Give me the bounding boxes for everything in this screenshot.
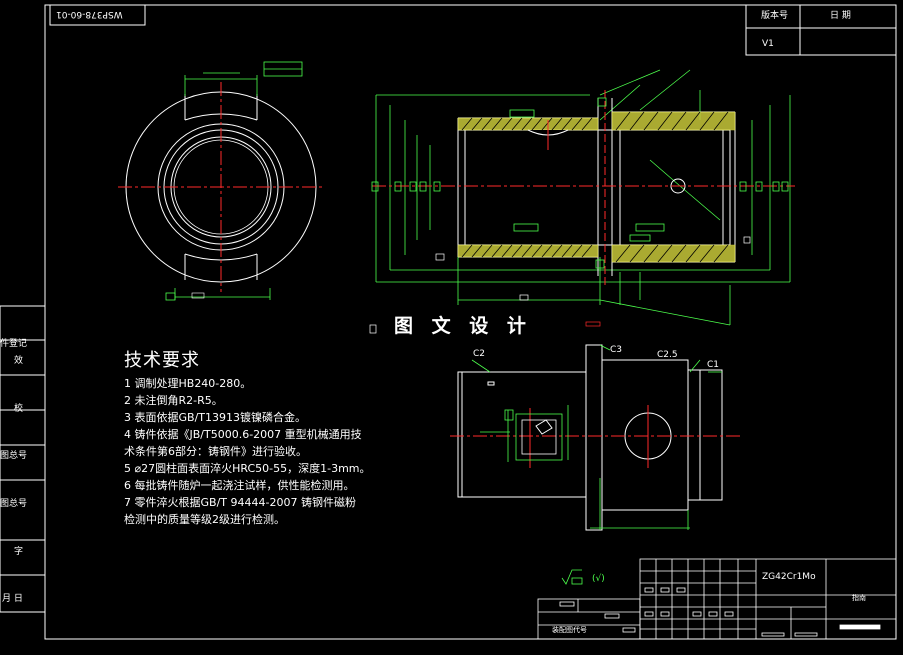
revision-header-version: 版本号 (761, 11, 789, 21)
left-strip-label-4: 图总号 (0, 451, 28, 461)
section-view (369, 69, 795, 334)
revision-header-date: 日 期 (830, 11, 851, 21)
tech-line-3: 3 表面依据GB/T13913镀镍磷合金。 (124, 411, 306, 424)
roughness-symbol (561, 569, 583, 585)
revision-value: V1 (762, 39, 774, 49)
left-strip-label-6: 字 (14, 547, 24, 557)
left-strip-label-3: 校 (14, 404, 24, 414)
watermark: 图 文 设 计 (390, 317, 536, 336)
title-block-right: 指南 (852, 594, 866, 602)
end-view (118, 61, 324, 301)
tech-line-9: 检测中的质量等级2级进行检测。 (124, 513, 285, 526)
title-block-sub: 装配图代号 (552, 626, 587, 634)
tech-line-8: 7 零件淬火根据GB/T 94444-2007 铸钢件磁粉 (124, 496, 356, 509)
left-strip-label-1: 件登记 (0, 339, 28, 349)
material-label: ZG42Cr1Mo (762, 572, 816, 582)
tech-line-2: 2 未注倒角R2-R5。 (124, 394, 223, 407)
chamfer-label-c2: C2 (473, 349, 486, 359)
tech-line-4: 4 铸件依据《JB/T5000.6-2007 重型机械通用技 (124, 428, 362, 441)
outside-view (450, 344, 740, 531)
chamfer-label-c2-5: C2.5 (657, 350, 678, 360)
drawing-frame (0, 4, 897, 640)
drawing-code-mirrored: WSP378-60-01 (56, 9, 123, 19)
left-strip-label-7: 月 日 (2, 594, 23, 604)
technical-requirements-title: 技术要求 (124, 350, 200, 371)
chamfer-label-c1: C1 (707, 360, 720, 370)
title-block (537, 558, 897, 640)
chamfer-label-c3: C3 (610, 345, 623, 355)
tech-line-6: 5 ⌀27圆柱面表面淬火HRC50-55，深度1-3mm。 (124, 462, 371, 475)
left-strip-label-5: 图总号 (0, 499, 28, 509)
roughness-note: (√) (592, 574, 605, 584)
tech-line-5: 术条件第6部分：铸钢件》进行验收。 (124, 445, 307, 458)
tech-line-1: 1 调制处理HB240-280。 (124, 377, 252, 390)
left-strip-label-2: 效 (14, 356, 24, 366)
tech-line-7: 6 每批铸件随炉一起浇注试样，供性能检测用。 (124, 479, 355, 492)
